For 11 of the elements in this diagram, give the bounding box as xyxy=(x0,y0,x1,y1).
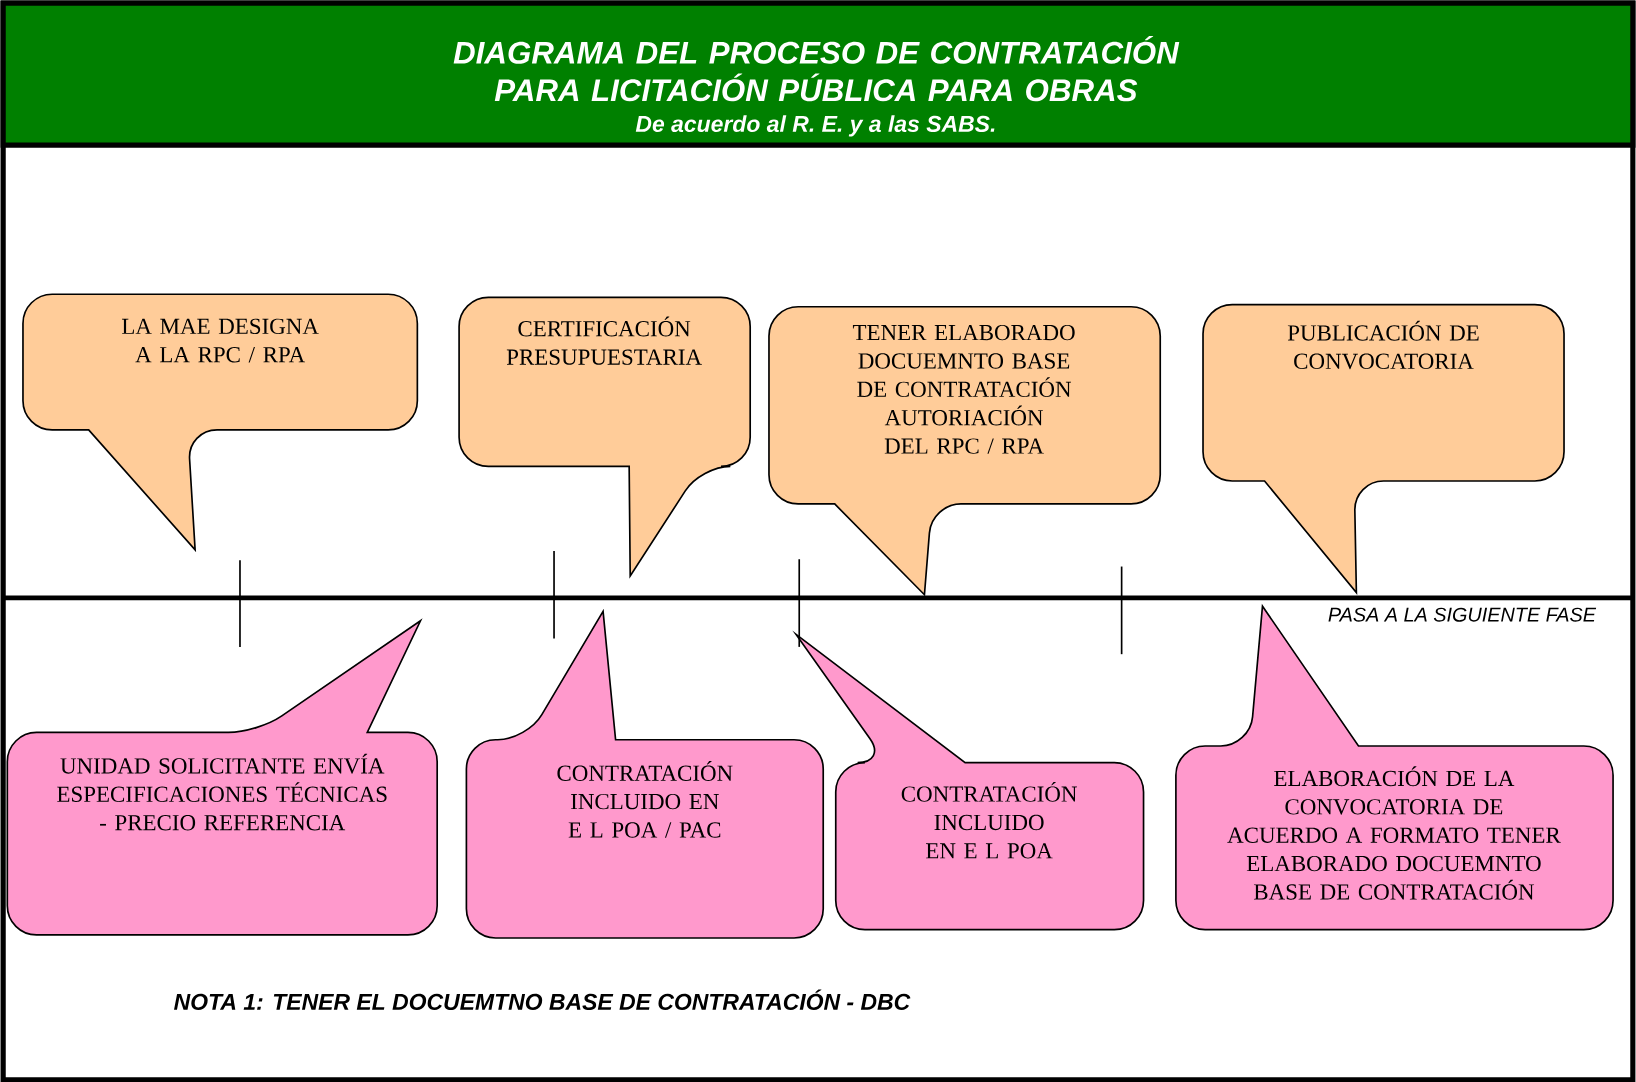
callout-bubble: UNIDAD SOLICITANTE ENVÍA ESPECIFICACIONES TÉCNICAS - PRECIO REFERENCIA xyxy=(6,620,438,936)
callout-bubble: CERTIFICACIÓN PRESUPUESTARIA xyxy=(458,296,752,577)
note-text: NOTA 1: TENER EL DOCUEMTNO BASE DE CONTRATACIÓN - DBC xyxy=(174,989,911,1011)
callout-bubble: TENER ELABORADO DOCUEMNTO BASE DE CONTRATACIÓN AUTORIACIÓN DEL RPC / RPA xyxy=(768,305,1162,596)
callout-bubble: CONTRATACIÓN INCLUIDO EN E L POA / PAC xyxy=(465,610,825,939)
title: DIAGRAMA DEL PROCESO DE CONTRATACIÓN PARA LICITACIÓN PÚBLICA PARA OBRAS xyxy=(453,35,1180,102)
subtitle: De acuerdo al R. E. y a las SABS. xyxy=(635,115,995,137)
callout-bubble: CONTRATACIÓN INCLUIDO EN E L POA xyxy=(795,633,1145,931)
callout-bubble: PUBLICACIÓN DE CONVOCATORIA xyxy=(1202,303,1565,594)
note-text: PASA A LA SIGUIENTE FASE xyxy=(1328,607,1597,622)
callout-bubble: LA MAE DESIGNA A LA RPC / RPA xyxy=(22,293,419,551)
